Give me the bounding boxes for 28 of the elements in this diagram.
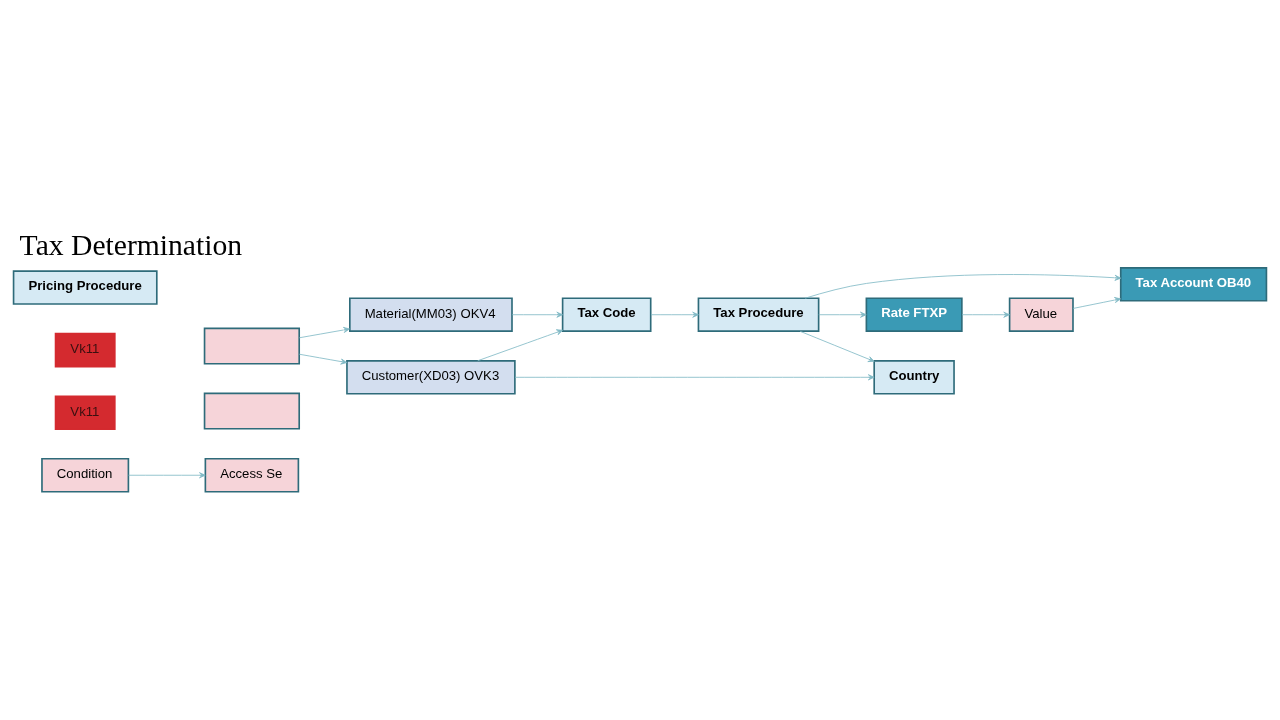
arrow bbox=[804, 274, 1122, 299]
arrow bbox=[650, 311, 699, 318]
diagram-title: Tax Determination bbox=[19, 229, 243, 262]
node-box: Value bbox=[1008, 297, 1074, 332]
arrow bbox=[128, 472, 206, 479]
node-box: Condition bbox=[41, 457, 130, 493]
node-box bbox=[203, 327, 301, 365]
node-box: Access Se bbox=[204, 457, 300, 493]
arrow bbox=[961, 311, 1010, 318]
node-box: Pricing Procedure bbox=[12, 270, 158, 305]
node-box: Tax Procedure bbox=[697, 297, 820, 332]
arrow bbox=[511, 311, 563, 318]
arrow bbox=[298, 326, 350, 339]
arrow bbox=[514, 374, 875, 381]
node-box bbox=[203, 392, 301, 430]
arrow bbox=[1072, 297, 1121, 309]
node-box: Country bbox=[873, 360, 955, 395]
node-box: Rate FTXP bbox=[865, 297, 963, 332]
node-box: Tax Account OB40 bbox=[1119, 266, 1268, 302]
node-box: Vk11 bbox=[54, 395, 116, 430]
arrow bbox=[799, 330, 875, 362]
node-box: Tax Code bbox=[561, 297, 652, 332]
arrow bbox=[818, 311, 867, 318]
node-box: Material(MM03) OKV4 bbox=[349, 297, 513, 332]
arrow bbox=[298, 353, 348, 365]
node-box: Vk11 bbox=[54, 332, 116, 368]
node-box: Customer(XD03) OVK3 bbox=[346, 360, 516, 395]
arrow bbox=[477, 329, 563, 362]
